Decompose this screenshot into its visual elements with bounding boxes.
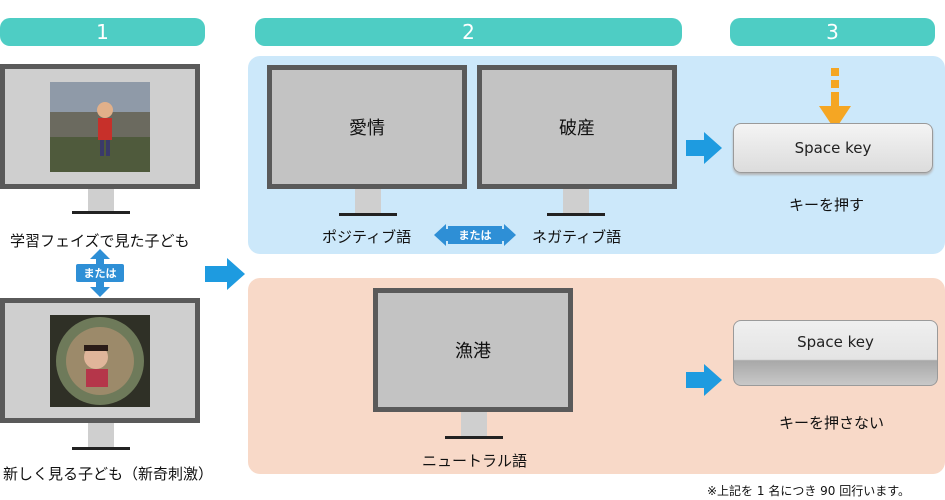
- neutral-word-caption: ニュートラル語: [422, 452, 528, 470]
- step-2-label: 2: [462, 20, 475, 44]
- step-3-label: 3: [826, 20, 839, 44]
- negative-word-screen: 破産: [482, 70, 672, 184]
- child-photo-icon: [50, 314, 150, 407]
- positive-word-monitor: 愛情: [267, 65, 467, 189]
- negative-word-caption: ネガティブ語: [532, 228, 622, 246]
- novel-child-caption: 新しく見る子ども（新奇刺激）: [3, 465, 214, 483]
- neutral-monitor-neck: [461, 412, 487, 436]
- footnote: ※上記を 1 名につき 90 回行います。: [707, 484, 911, 498]
- familiar-child-monitor: [0, 64, 200, 189]
- press-down-arrow-icon: [819, 68, 851, 130]
- or-badge-middle: または: [448, 226, 502, 244]
- step-1-pill: 1: [0, 18, 205, 46]
- step-2-pill: 2: [255, 18, 682, 46]
- space-key-pressed: Space key: [733, 123, 933, 173]
- positive-monitor-neck: [355, 189, 381, 213]
- neutral-word-monitor: 漁港: [373, 288, 573, 412]
- neutral-monitor-foot: [445, 436, 503, 439]
- novel-monitor-neck: [88, 423, 114, 447]
- space-key-raised: Space key: [733, 320, 938, 386]
- child-photo-icon: [50, 81, 150, 172]
- negative-monitor-neck: [563, 189, 589, 213]
- negative-monitor-foot: [547, 213, 605, 216]
- positive-monitor-foot: [339, 213, 397, 216]
- novel-child-screen: [5, 303, 195, 418]
- press-key-caption: キーを押す: [789, 196, 865, 214]
- familiar-child-caption: 学習フェイズで見た子ども: [10, 232, 190, 250]
- positive-word-screen: 愛情: [272, 70, 462, 184]
- neutral-word-screen: 漁港: [378, 293, 568, 407]
- negative-word-monitor: 破産: [477, 65, 677, 189]
- step1-to-step2-arrow-icon: [205, 258, 245, 290]
- familiar-monitor-foot: [72, 211, 130, 214]
- space-key-label-top: Space key: [794, 139, 872, 157]
- step-1-label: 1: [96, 20, 109, 44]
- familiar-child-screen: [5, 69, 195, 184]
- nopress-key-caption: キーを押さない: [779, 414, 885, 432]
- step-3-pill: 3: [730, 18, 935, 46]
- positive-word-caption: ポジティブ語: [322, 228, 412, 246]
- familiar-monitor-neck: [88, 189, 114, 211]
- or-badge-left: または: [76, 264, 124, 282]
- novel-monitor-foot: [72, 447, 130, 450]
- to-key-nopress-arrow-icon: [686, 364, 722, 396]
- to-key-press-arrow-icon: [686, 132, 722, 164]
- space-key-label-bottom: Space key: [797, 333, 874, 351]
- novel-child-monitor: [0, 298, 200, 423]
